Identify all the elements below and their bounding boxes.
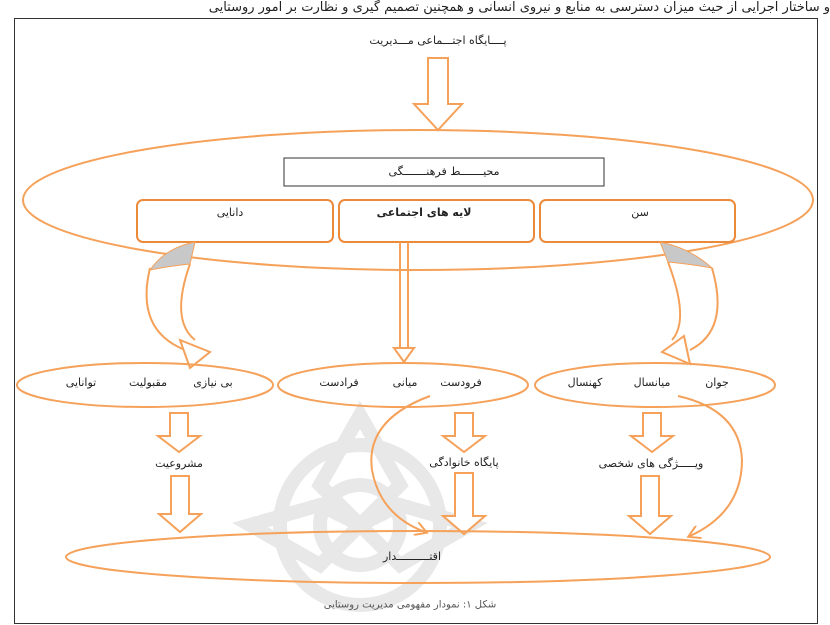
figure-caption: شکل ۱: نمودار مفهومی مدیریت روستایی [323, 599, 497, 611]
curved-arrow-right-head [659, 334, 692, 366]
social-layers-box-label: لایه های اجتماعی [376, 206, 472, 219]
culture-ellipse [22, 129, 814, 271]
arrow-left-upper [155, 412, 203, 454]
arrow-middle-upper [440, 412, 488, 454]
arrow-middle-lower [440, 472, 488, 536]
personal-traits-label: ویـــــژگی های شخصی [598, 457, 704, 470]
watermark-logo [232, 400, 488, 612]
power-label: اقتــــــــــدار [382, 550, 442, 563]
ellipse-middle-item-1: فرودست [440, 376, 482, 389]
culture-box [283, 157, 605, 187]
curve-middle-to-power [370, 395, 431, 532]
curved-arrow-right [689, 267, 719, 351]
box-social-layers [338, 199, 535, 243]
arrow-left-lower [156, 475, 204, 534]
ellipse-left-item-3: توانایی [65, 376, 97, 389]
arrow-right-lower [626, 475, 674, 536]
family-status-label: پایگاه خانوادگی [429, 456, 499, 469]
ellipse-knowledge [16, 362, 274, 408]
ellipse-right-item-2: میانسال [633, 376, 671, 389]
top-text-strip: و ساختار اجرایی از حیث میزان دسترسی به م… [208, 0, 830, 15]
gray-wedge-right [659, 241, 714, 269]
curved-arrow-left [145, 267, 186, 351]
age-box-label: سن [631, 206, 649, 219]
ellipse-left-item-2: مقبولیت [129, 376, 167, 389]
box-age [539, 199, 736, 243]
box-knowledge [136, 199, 334, 243]
curve-right-to-power [677, 395, 744, 536]
ellipse-social-layers [277, 362, 529, 408]
culture-box-label: محیـــــــط فرهنـــــــگی [388, 165, 500, 178]
ellipse-age [534, 362, 776, 408]
gray-wedge-left [148, 241, 196, 271]
ellipse-middle-item-2: میانی [392, 376, 418, 389]
ellipse-middle-item-3: فرادست [319, 376, 359, 389]
knowledge-box-label: دانایی [216, 206, 244, 219]
arrow-right-upper [628, 412, 676, 454]
curved-arrow-left-head [178, 338, 212, 370]
arrow-title-down [411, 57, 465, 132]
ellipse-right-item-3: کهنسال [567, 376, 603, 389]
power-ellipse [65, 530, 771, 584]
diagram-title: پــــایگاه اجتـــماعی مـــدیریت [369, 34, 507, 47]
ellipse-right-item-1: جوان [705, 376, 729, 389]
arrow-middle-down [392, 242, 416, 364]
legitimacy-label: مشروعیت [155, 457, 203, 470]
ellipse-left-item-1: بی نیازی [193, 376, 233, 389]
